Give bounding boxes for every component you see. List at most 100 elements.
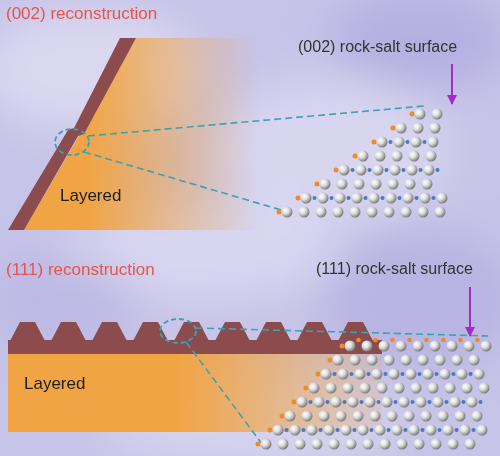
oxygen-atom <box>367 207 378 218</box>
oxygen-atom <box>335 193 346 204</box>
oxygen-atom <box>404 411 415 422</box>
oxygen-atom <box>448 439 459 450</box>
oxygen-atom <box>414 439 425 450</box>
oxygen-atom <box>452 355 463 366</box>
bulk-cation <box>333 372 337 376</box>
callout-label: (002) rock-salt surface <box>298 38 457 56</box>
oxygen-atom <box>443 425 454 436</box>
oxygen-atom <box>341 425 352 436</box>
bulk-cation <box>367 372 371 376</box>
bulk-cation <box>462 400 466 404</box>
surface-facet <box>297 322 332 341</box>
bulk-cation <box>394 400 398 404</box>
oxygen-atom <box>388 179 399 190</box>
oxygen-atom <box>437 193 448 204</box>
oxygen-atom <box>433 397 444 408</box>
callout-arrow <box>469 287 471 336</box>
bulk-cation <box>398 196 402 200</box>
oxygen-atom <box>431 439 442 450</box>
oxygen-atom <box>309 383 320 394</box>
oxygen-atom <box>430 123 441 134</box>
bulk-cation <box>353 428 357 432</box>
surface-facet <box>92 322 127 341</box>
oxygen-atom <box>392 425 403 436</box>
bulk-cation <box>389 140 393 144</box>
oxygen-atom <box>472 411 483 422</box>
oxygen-atom <box>467 397 478 408</box>
oxygen-atom <box>447 341 458 352</box>
section-heading: (002) reconstruction <box>6 4 157 24</box>
oxygen-atom <box>371 179 382 190</box>
bulk-cation <box>384 372 388 376</box>
oxygen-atom <box>469 355 480 366</box>
oxygen-atom <box>460 425 471 436</box>
oxygen-atom <box>377 137 388 148</box>
oxygen-atom <box>307 425 318 436</box>
surface-cation <box>410 112 415 117</box>
zoom-circle <box>160 319 196 343</box>
oxygen-atom <box>407 165 418 176</box>
oxygen-atom <box>435 207 446 218</box>
zoom-line <box>196 328 488 336</box>
bulk-cation <box>402 168 406 172</box>
oxygen-atom <box>413 123 424 134</box>
bulk-cation <box>419 168 423 172</box>
bulk-cation <box>455 428 459 432</box>
bulk-cation <box>401 372 405 376</box>
oxygen-atom <box>348 397 359 408</box>
oxygen-atom <box>428 137 439 148</box>
oxygen-atom <box>363 439 374 450</box>
oxygen-atom <box>324 425 335 436</box>
bulk-cation <box>350 372 354 376</box>
surface-cation <box>328 358 333 363</box>
oxygen-atom <box>401 355 412 366</box>
oxygen-atom <box>411 137 422 148</box>
oxygen-atom <box>318 193 329 204</box>
layered-slab: Layered <box>8 38 270 230</box>
oxygen-atom <box>261 439 272 450</box>
bulk-cation <box>438 428 442 432</box>
surface-cation <box>296 196 301 201</box>
oxygen-atom <box>394 383 405 394</box>
oxygen-atom <box>392 151 403 162</box>
oxygen-atom <box>350 355 361 366</box>
zoom-line <box>186 342 262 444</box>
bulk-cation <box>406 140 410 144</box>
bulk-cation <box>469 372 473 376</box>
oxygen-atom <box>420 193 431 204</box>
bulk-cation <box>415 196 419 200</box>
oxygen-atom <box>326 383 337 394</box>
oxygen-atom <box>418 207 429 218</box>
oxygen-atom <box>321 369 332 380</box>
zoom-circle <box>55 129 89 155</box>
callout-label: (111) rock-salt surface <box>316 260 473 278</box>
bulk-cation <box>377 400 381 404</box>
oxygen-atom <box>333 355 344 366</box>
bulk-cation <box>472 428 476 432</box>
oxygen-atom <box>421 411 432 422</box>
bulk-cation <box>445 400 449 404</box>
surface-facet <box>10 322 45 341</box>
oxygen-atom <box>396 341 407 352</box>
oxygen-atom <box>413 341 424 352</box>
oxygen-atom <box>375 151 386 162</box>
oxygen-atom <box>474 369 485 380</box>
bulk-cation <box>411 400 415 404</box>
oxygen-atom <box>337 179 348 190</box>
bulk-cation <box>404 428 408 432</box>
oxygen-atom <box>358 425 369 436</box>
oxygen-atom <box>422 179 433 190</box>
oxygen-atom <box>345 341 356 352</box>
oxygen-atom <box>418 355 429 366</box>
oxygen-atom <box>394 137 405 148</box>
oxygen-atom <box>379 341 390 352</box>
oxygen-atom <box>356 165 367 176</box>
oxygen-atom <box>426 151 437 162</box>
surface-cation <box>268 428 273 433</box>
surface-cation <box>256 442 261 447</box>
surface-cation <box>390 338 395 343</box>
bulk-cation <box>319 428 323 432</box>
bulk-cation <box>423 140 427 144</box>
section-heading: (111) reconstruction <box>6 260 155 280</box>
surface-cation <box>340 344 345 349</box>
